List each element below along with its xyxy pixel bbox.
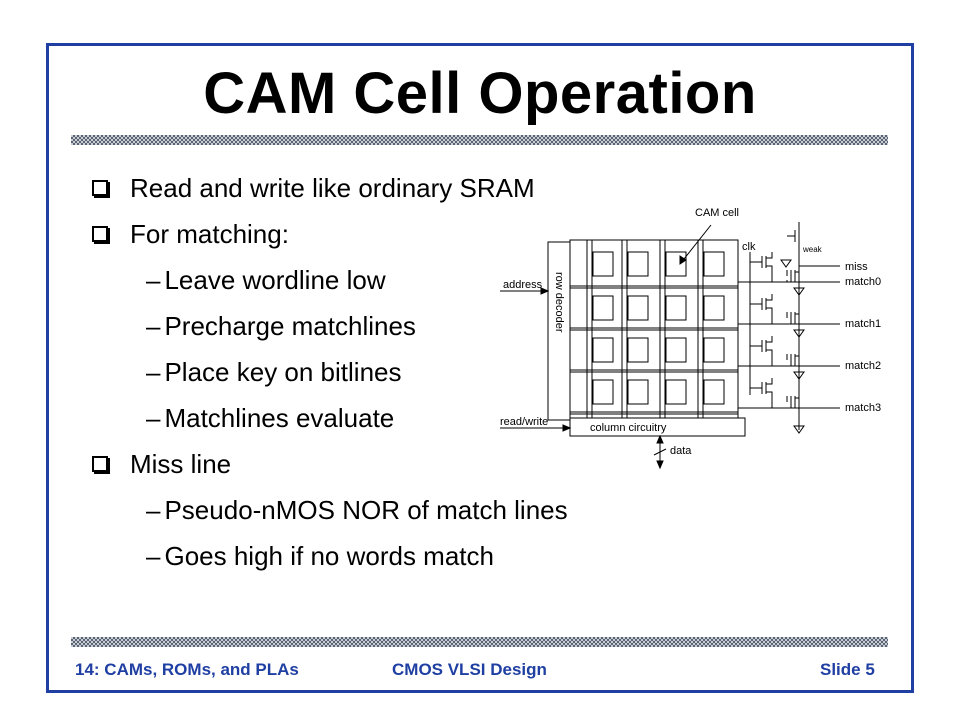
bullet-text: Place key on bitlines (164, 357, 402, 387)
address-label: address (503, 279, 543, 291)
bullet-text: Leave wordline low (164, 265, 386, 295)
footer-center-title: CMOS VLSI Design (392, 660, 547, 679)
bullet-item: Miss line (92, 449, 231, 480)
bullet-text: Precharge matchlines (164, 311, 416, 341)
match1-label: match1 (845, 318, 881, 330)
precharge-transistors (750, 252, 773, 408)
miss-label: miss (845, 261, 868, 273)
footer-slide-number: Slide 5 (820, 660, 875, 679)
arrowhead-icon (679, 255, 687, 265)
ground-icons (780, 259, 805, 434)
match3-label: match3 (845, 402, 881, 414)
sub-bullet-item: –Place key on bitlines (146, 357, 402, 388)
bitlines (586, 240, 704, 418)
dash-bullet-icon: – (146, 265, 161, 295)
row-decoder-label: row decoder (553, 272, 565, 333)
match2-label: match2 (845, 360, 881, 372)
cam-cells (592, 251, 725, 405)
dash-bullet-icon: – (146, 403, 161, 433)
cam-array-block (569, 239, 739, 419)
bus-slash (653, 448, 667, 456)
sub-bullet-item: –Leave wordline low (146, 265, 386, 296)
square-bullet-icon (92, 226, 108, 242)
square-bullet-icon (92, 456, 108, 472)
read-write-label: read/write (500, 416, 548, 428)
bullet-text: Matchlines evaluate (164, 403, 395, 433)
dash-bullet-icon: – (146, 495, 161, 525)
bullet-item: For matching: (92, 219, 289, 250)
slide-frame (46, 43, 914, 693)
pulldown-transistors (786, 270, 799, 408)
wordlines (570, 285, 738, 415)
sub-bullet-item: –Matchlines evaluate (146, 403, 394, 434)
footer-divider-band (71, 637, 888, 647)
arrowhead-icon (562, 424, 572, 432)
dash-bullet-icon: – (146, 357, 161, 387)
dash-bullet-icon: – (146, 311, 161, 341)
data-label: data (670, 445, 692, 457)
bullet-text: Miss line (130, 449, 232, 479)
bullet-text: Read and write like ordinary SRAM (130, 173, 535, 203)
column-circuitry-label: column circuitry (590, 422, 667, 434)
bullet-item: Read and write like ordinary SRAM (92, 173, 535, 204)
match0-label: match0 (845, 276, 881, 288)
clk-label: clk (742, 241, 756, 253)
arrowhead-icon (540, 287, 550, 295)
bullet-text: Goes high if no words match (164, 541, 494, 571)
slide-title: CAM Cell Operation (203, 61, 757, 126)
sub-bullet-item: –Precharge matchlines (146, 311, 416, 342)
sub-bullet-item: –Goes high if no words match (146, 541, 494, 572)
weak-label: weak (802, 245, 823, 254)
column-circuitry-block (569, 417, 746, 437)
sub-bullet-item: –Pseudo-nMOS NOR of match lines (146, 495, 568, 526)
matchlines (738, 281, 840, 409)
weak-pmos (787, 222, 800, 246)
arrowhead-icon (656, 460, 664, 470)
footer-course-title: 14: CAMs, ROMs, and PLAs (75, 660, 299, 679)
title-divider-band (71, 135, 888, 145)
arrowhead-icon (656, 434, 664, 444)
bullet-text: For matching: (130, 219, 289, 249)
cam-cell-pointer-arrow (679, 224, 712, 265)
bullet-text: Pseudo-nMOS NOR of match lines (164, 495, 568, 525)
cam-array-diagram: CAM cell clk weak miss match0 match1 mat… (500, 207, 881, 470)
square-bullet-icon (92, 180, 108, 196)
cam-cell-label: CAM cell (695, 207, 739, 219)
dash-bullet-icon: – (146, 541, 161, 571)
